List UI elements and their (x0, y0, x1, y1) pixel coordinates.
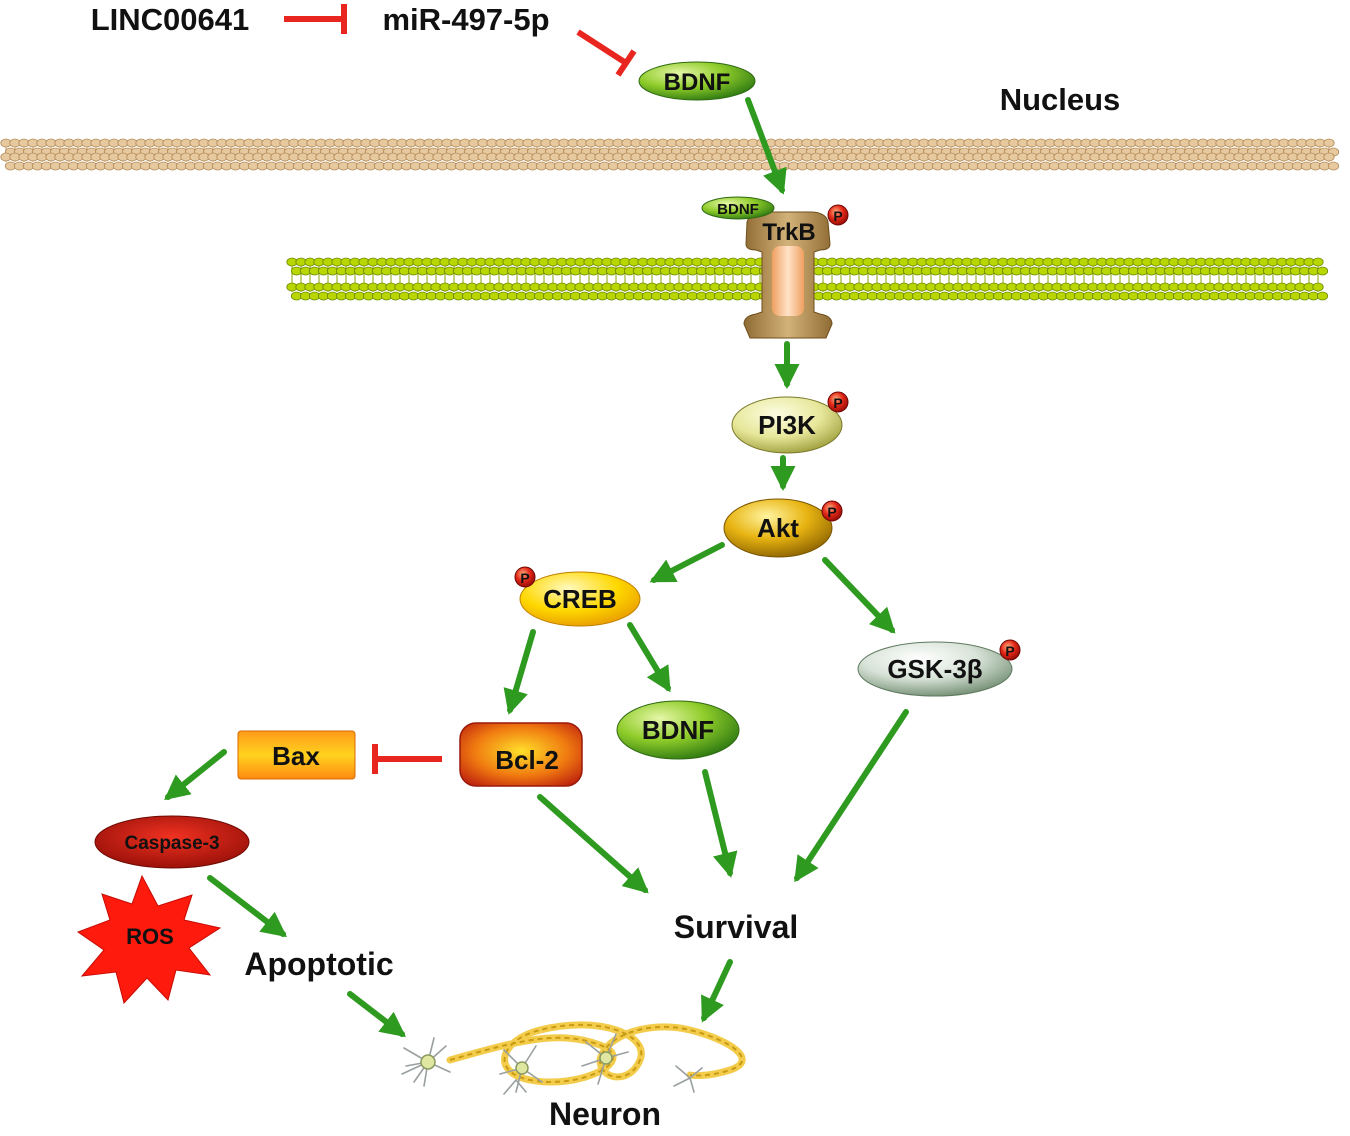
gsk-node: GSK-3β (857, 641, 1013, 697)
trkb-receptor-icon (743, 211, 833, 339)
survival-label: Survival (674, 909, 799, 945)
caspase-node: Caspase-3 (94, 815, 250, 869)
apoptotic-label: Apoptotic (244, 946, 393, 982)
phospho-badge-pi3k: P (827, 391, 849, 413)
phospho-badge-creb: P (514, 566, 536, 588)
arrow-bcl2-to-survival (537, 794, 649, 894)
mir-label: miR-497-5p (382, 2, 549, 37)
inhibit-mir-to-bdnf (576, 29, 628, 66)
akt-node: Akt (723, 498, 833, 558)
arrow-apoptotic-to-neuron (347, 991, 406, 1038)
bdnf-small-node: BDNF (701, 196, 775, 220)
bax-node: Bax (237, 730, 356, 780)
pi3k-label: PI3K (758, 410, 816, 440)
svg-text:P: P (833, 395, 842, 411)
bdnf-mid-label: BDNF (642, 715, 714, 745)
svg-text:P: P (833, 208, 842, 224)
caspase-label: Caspase-3 (124, 833, 219, 854)
arrow-akt-to-gsk (822, 557, 896, 634)
arrow-bdnf-to-survival (702, 769, 738, 878)
phospho-badge-trkb: P (827, 204, 849, 226)
phospho-badge-akt: P (821, 500, 843, 522)
cell-membrane (286, 257, 1329, 301)
arrow-bdnf-to-trkb (745, 97, 787, 195)
lnc-label: LINC00641 (91, 2, 250, 37)
arrow-caspase-to-apoptotic (207, 875, 287, 938)
arrow-creb-to-bdnf (627, 622, 671, 693)
activation-arrows (164, 97, 909, 1038)
arrow-bax-to-caspase (164, 749, 227, 801)
arrow-akt-to-creb (649, 542, 725, 583)
bdnf-small-label: BDNF (717, 201, 759, 218)
bax-label: Bax (272, 741, 320, 771)
arrow-creb-to-bcl2 (503, 629, 536, 715)
gsk-label: GSK-3β (887, 654, 982, 684)
bdnf-mid-node: BDNF (616, 700, 740, 760)
arrow-gsk-to-survival (794, 709, 909, 883)
creb-label: CREB (543, 584, 617, 614)
ros-label: ROS (126, 924, 174, 949)
neuron-network-icon (401, 1021, 746, 1095)
creb-node: CREB (519, 571, 641, 627)
akt-label: Akt (757, 513, 799, 543)
ros-burst-icon: ROS (76, 874, 222, 1005)
svg-text:P: P (827, 504, 836, 520)
bcl2-label: Bcl-2 (495, 745, 559, 775)
phospho-badge-gsk: P (999, 639, 1021, 661)
bdnf-top-node: BDNF (638, 61, 756, 101)
neuron-label: Neuron (549, 1096, 661, 1131)
svg-text:P: P (1005, 643, 1014, 659)
trkb-label: TrkB (762, 219, 815, 246)
bcl2-node: Bcl-2 (459, 722, 583, 787)
arrow-survival-to-neuron (701, 959, 733, 1023)
svg-text:P: P (520, 570, 529, 586)
nucleus-label: Nucleus (1000, 82, 1121, 117)
bdnf-top-label: BDNF (664, 69, 731, 96)
pi3k-node: PI3K (731, 396, 843, 454)
inhibition-arrows (284, 4, 637, 774)
nuclear-membrane (0, 138, 1340, 171)
